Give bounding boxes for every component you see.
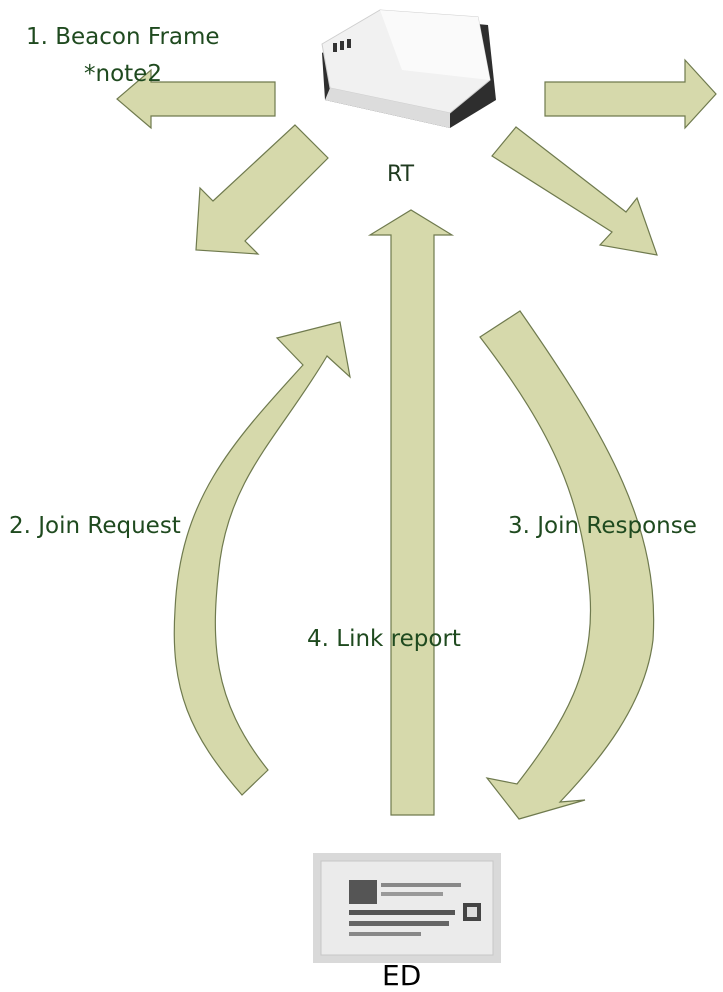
join-request-arrow [173,321,351,796]
join-response-arrow [479,310,655,820]
beacon-arrow-down-left [195,124,329,255]
join-response-label: 3. Join Response [508,513,697,539]
beacon-frame-label: 1. Beacon Frame [26,24,220,50]
beacon-arrow-right [544,58,717,130]
end-device-label: ED [382,959,422,992]
beacon-arrow-down-right [491,126,658,256]
link-report-label: 4. Link report [307,626,461,652]
beacon-arrow-left [116,68,276,130]
router-label: RT [387,162,415,187]
link-report-arrow [367,209,455,816]
router-device-icon [321,9,496,128]
join-request-label: 2. Join Request [9,513,181,539]
e-paper-label-icon [313,853,501,963]
beacon-note-label: *note2 [84,61,162,87]
